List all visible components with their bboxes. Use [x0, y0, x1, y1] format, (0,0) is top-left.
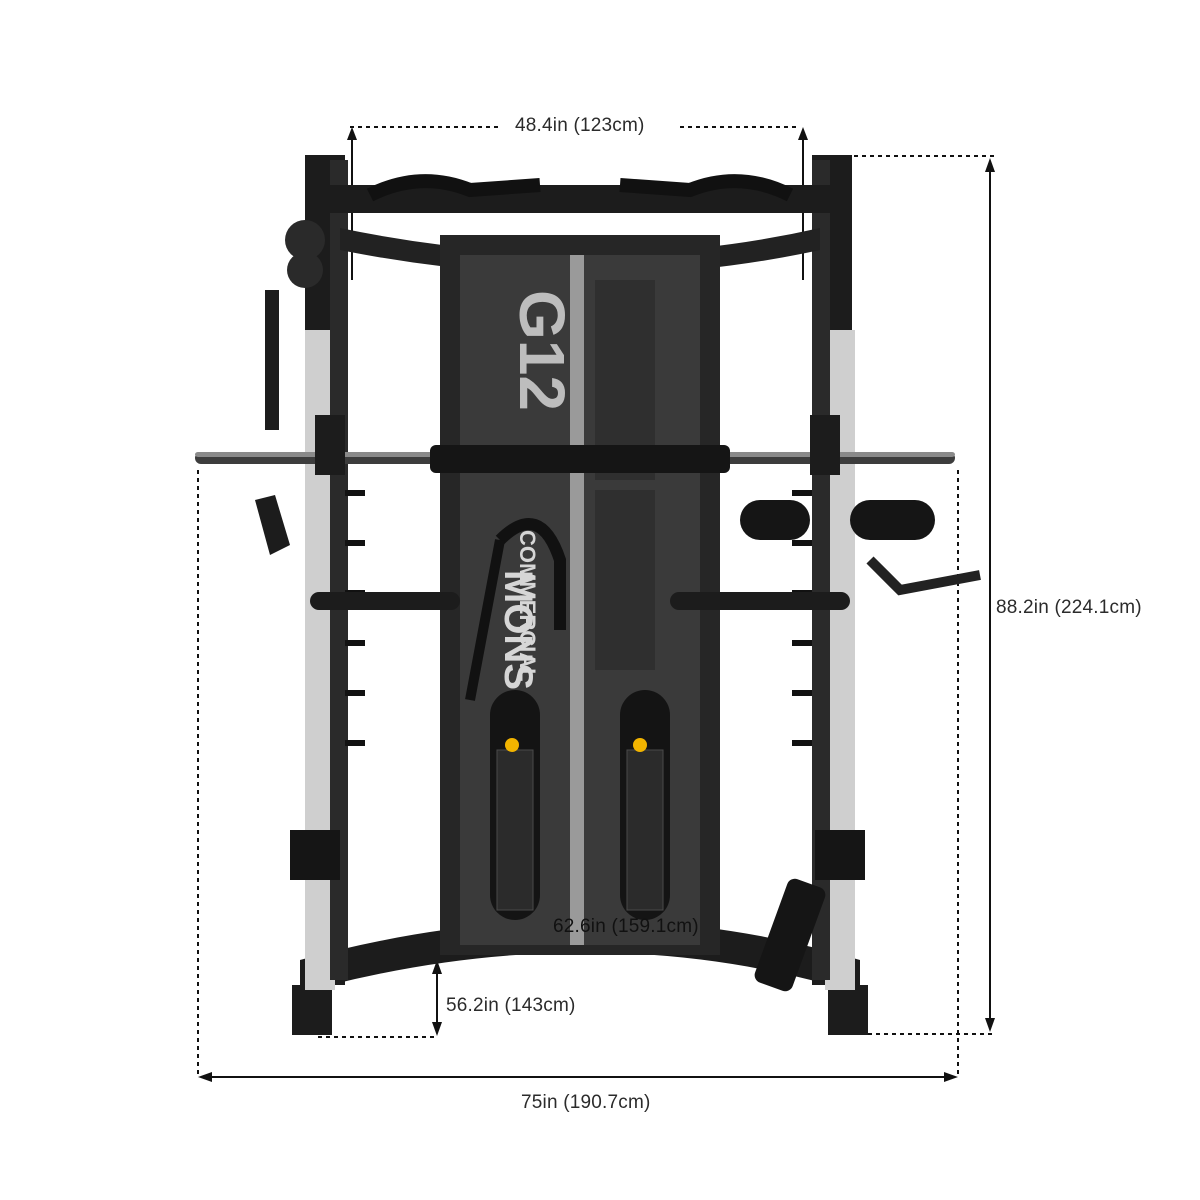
gym-machine: G12 MONS COMMERCIAL — [195, 155, 981, 1035]
inner-width-label: 62.6in (159.1cm) — [553, 916, 699, 937]
brand-subline: COMMERCIAL — [515, 530, 540, 682]
height-label: 88.2in (224.1cm) — [996, 597, 1142, 618]
base-depth-label: 56.2in (143cm) — [446, 995, 576, 1016]
overall-width-label: 75in (190.7cm) — [521, 1092, 651, 1113]
model-mark: G12 — [506, 290, 578, 411]
brand-mark: MONS — [496, 570, 540, 690]
top-width-label: 48.4in (123cm) — [515, 115, 645, 136]
dimension-lines — [197, 126, 995, 1082]
